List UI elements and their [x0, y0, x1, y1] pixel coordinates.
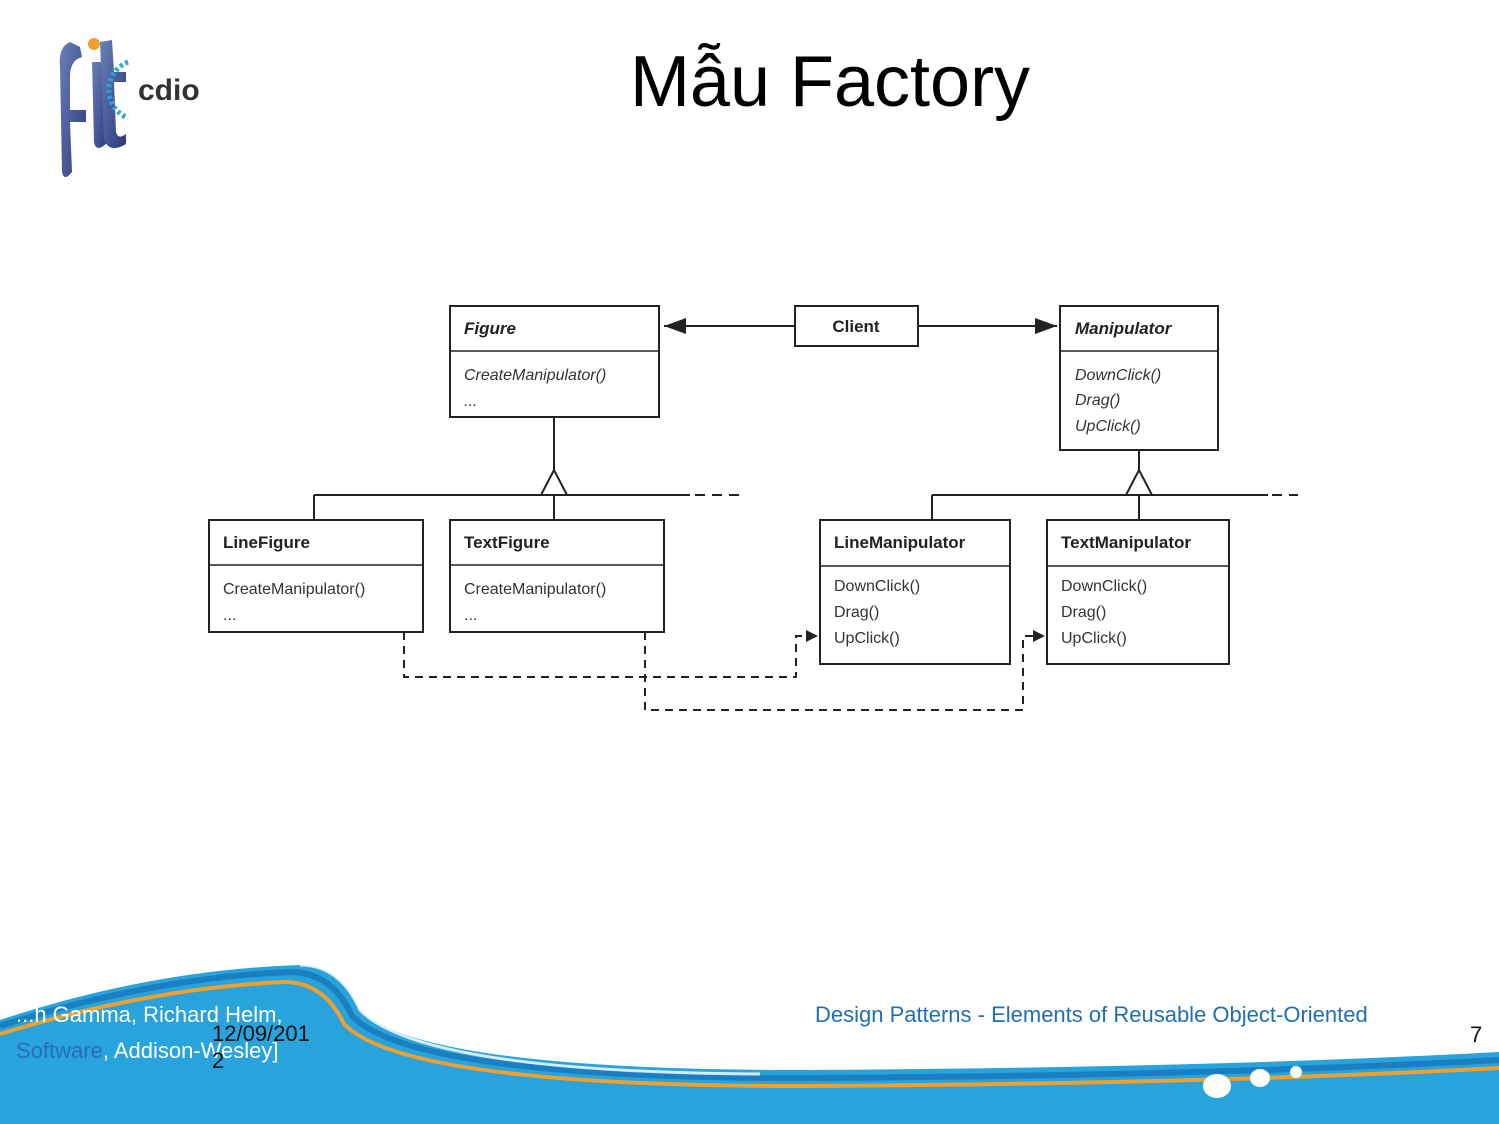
- manipulator-op-3: UpClick(): [1075, 418, 1141, 435]
- slide-title: Mẫu Factory: [629, 42, 1031, 122]
- slide-date: 12/09/2012: [212, 1021, 310, 1073]
- page-number: 7: [1470, 1022, 1483, 1047]
- manipulator-name: Manipulator: [1075, 319, 1173, 338]
- creates-links: [403, 632, 1035, 711]
- reference-software-link[interactable]: Software: [16, 1038, 103, 1063]
- linemanipulator-op-1: DownClick(): [834, 578, 920, 595]
- logo-cdio-text: cdio: [138, 74, 200, 107]
- textfigure-op-2: ...: [464, 607, 477, 624]
- fit-cdio-logo: cdio: [59, 38, 200, 177]
- linefigure-op-1: CreateManipulator(): [223, 581, 365, 598]
- footer-dot-large: [1203, 1074, 1231, 1098]
- reference-left-rest: , Addison-Wesley]: [102, 1038, 279, 1063]
- textmanipulator-class: TextManipulator DownClick() Drag() UpCli…: [1046, 519, 1230, 665]
- footer-wave: [0, 963, 1499, 1124]
- footer-dot-small: [1290, 1066, 1302, 1078]
- textmanipulator-op-1: DownClick(): [1061, 578, 1147, 595]
- figure-class: Figure CreateManipulator() ...: [449, 305, 660, 418]
- textmanipulator-op-3: UpClick(): [1061, 630, 1127, 647]
- manipulator-op-2: Drag(): [1075, 392, 1120, 409]
- linefigure-class: LineFigure CreateManipulator() ...: [208, 519, 424, 633]
- manipulator-op-1: DownClick(): [1075, 367, 1161, 384]
- textmanipulator-op-2: Drag(): [1061, 604, 1106, 621]
- reference-left-line1: ...h Gamma, Richard Helm,: [16, 1002, 283, 1027]
- linefigure-op-2: ...: [223, 607, 236, 624]
- client-label: Client: [832, 317, 880, 336]
- linemanipulator-class: LineManipulator DownClick() Drag() UpCli…: [819, 519, 1011, 665]
- arrow-to-textmanipulator: [1033, 630, 1045, 642]
- arrow-to-linemanipulator: [806, 630, 818, 642]
- manipulator-inheritance: [931, 450, 1298, 520]
- textfigure-op-1: CreateManipulator(): [464, 581, 606, 598]
- textmanipulator-name: TextManipulator: [1061, 533, 1191, 552]
- reference-left-line2: Software, Addison-Wesley]: [16, 1038, 279, 1064]
- figure-op-1: CreateManipulator(): [464, 367, 606, 384]
- client-class: Client: [794, 305, 919, 347]
- figure-inheritance: [313, 417, 745, 520]
- linefigure-name: LineFigure: [223, 533, 310, 552]
- linemanipulator-name: LineManipulator: [834, 533, 966, 552]
- linemanipulator-op-3: UpClick(): [834, 630, 900, 647]
- textfigure-class: TextFigure CreateManipulator() ...: [449, 519, 665, 633]
- footer-dot-medium: [1250, 1069, 1270, 1087]
- linemanipulator-op-2: Drag(): [834, 604, 879, 621]
- reference-book-title[interactable]: Design Patterns - Elements of Reusable O…: [815, 1002, 1368, 1027]
- textfigure-name: TextFigure: [464, 533, 550, 552]
- manipulator-class: Manipulator DownClick() Drag() UpClick(): [1059, 305, 1219, 451]
- figure-name: Figure: [464, 319, 516, 338]
- figure-op-2: ...: [464, 393, 477, 410]
